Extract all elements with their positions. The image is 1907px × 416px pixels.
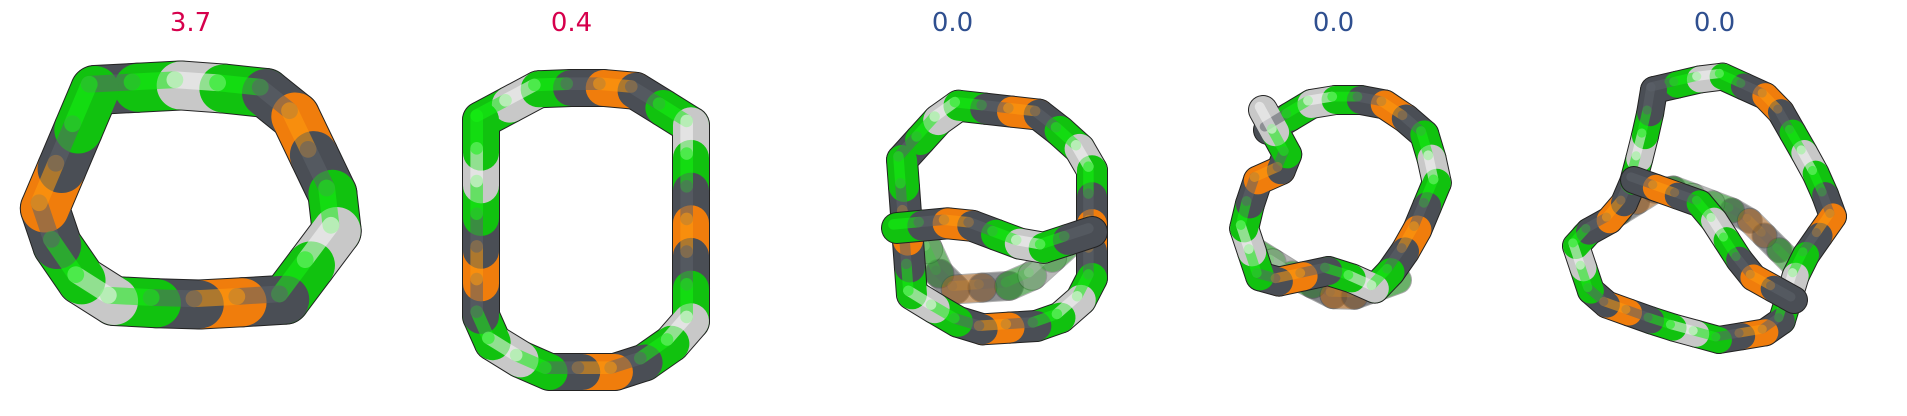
tube-highlight [1254, 101, 1277, 134]
tube-highlight [1642, 82, 1656, 115]
tube-highlight [947, 279, 984, 291]
tube-outline [1751, 222, 1793, 264]
tube-highlight [1766, 281, 1796, 302]
structure-panel-4: 0.0 [1143, 0, 1524, 416]
tube-segment [995, 261, 1047, 300]
structure-panel-1: 3.7 [0, 0, 381, 416]
structure-panel-3: 0.0 [762, 0, 1143, 416]
tube-highlight [1742, 213, 1766, 237]
knot-structure-5 [1562, 62, 1847, 354]
tube-segment [941, 273, 997, 304]
tube-segment [914, 235, 954, 288]
tube-outline [940, 272, 998, 305]
knot-structure-3 [881, 89, 1108, 346]
tube-segment [1320, 282, 1368, 309]
tube-highlight [893, 151, 906, 189]
tube-highlight [1757, 228, 1781, 252]
tube-outline [1736, 207, 1778, 249]
panel-value-label: 0.0 [1693, 8, 1736, 38]
tube-highlight [1000, 267, 1034, 288]
tube-segment [925, 259, 970, 304]
tube-segment [1720, 198, 1762, 233]
tube-outline [913, 234, 955, 289]
tube-segment [1752, 223, 1792, 263]
knot-structure-4 [1229, 85, 1452, 310]
panel-value-label: 0.0 [1312, 8, 1355, 38]
tube-outline [1719, 197, 1763, 234]
tube-highlight [1724, 203, 1752, 223]
tube-highlight [919, 241, 941, 276]
tube-outline [924, 258, 971, 305]
structure-panel-2: 0.4 [381, 0, 762, 416]
tube-highlight [1059, 223, 1094, 242]
ring-structure-2 [462, 69, 710, 391]
tube-segment [1737, 208, 1777, 248]
ring-structure-1 [19, 60, 362, 330]
tube-highlight [931, 265, 958, 291]
tube-highlight [64, 75, 98, 133]
tube-outline [967, 270, 1025, 303]
panel-value-label: 0.0 [931, 8, 974, 38]
tube-segment [968, 271, 1024, 302]
structure-panel-5: 0.0 [1524, 0, 1905, 416]
tube-outline [994, 260, 1048, 301]
panel-value-label: 0.4 [550, 8, 593, 38]
tube-highlight [974, 277, 1011, 290]
panel-value-label: 3.7 [169, 8, 212, 38]
tube-outline [1319, 281, 1369, 310]
